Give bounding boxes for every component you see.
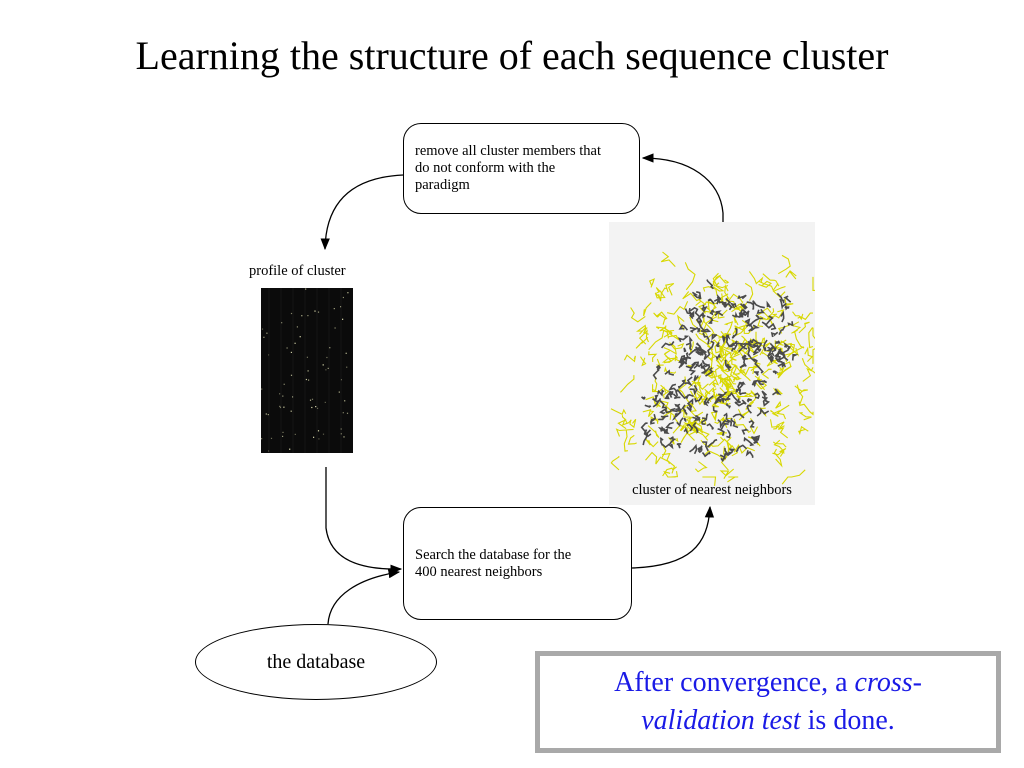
database-ellipse: the database [195, 624, 437, 700]
arrow-remove-to-profile [320, 174, 404, 251]
search-database-box: Search the database for the 400 nearest … [403, 507, 632, 620]
protein-structure-image [610, 251, 815, 486]
cluster-label: cluster of nearest neighbors [632, 482, 792, 498]
slide-title: Learning the structure of each sequence … [135, 33, 889, 78]
remove-members-box: remove all cluster members that do not c… [403, 123, 640, 214]
remove-line-1: remove all cluster members that [415, 143, 602, 159]
note-italic-1: cross- [854, 667, 922, 698]
database-label: the database [266, 650, 366, 673]
arrow-cluster-to-remove [641, 153, 724, 236]
convergence-note: After convergence, a cross- validation t… [535, 651, 1001, 753]
remove-line-2: do not conform with the [415, 160, 556, 176]
cluster-structure-panel: cluster of nearest neighbors [609, 222, 815, 505]
search-line-1: Search the database for the [415, 546, 572, 563]
remove-line-3: paradigm [415, 177, 470, 193]
profile-label: profile of cluster [249, 263, 346, 279]
note-italic-2: validation test [641, 705, 801, 736]
search-line-2: 400 nearest neighbors [415, 563, 543, 580]
arrow-database-to-search [327, 568, 401, 625]
note-text-2: is done. [800, 705, 895, 736]
note-text-1: After convergence, a [614, 667, 855, 698]
profile-image [261, 288, 353, 453]
arrow-profile-to-search [325, 467, 403, 574]
arrow-search-to-cluster [631, 505, 715, 569]
